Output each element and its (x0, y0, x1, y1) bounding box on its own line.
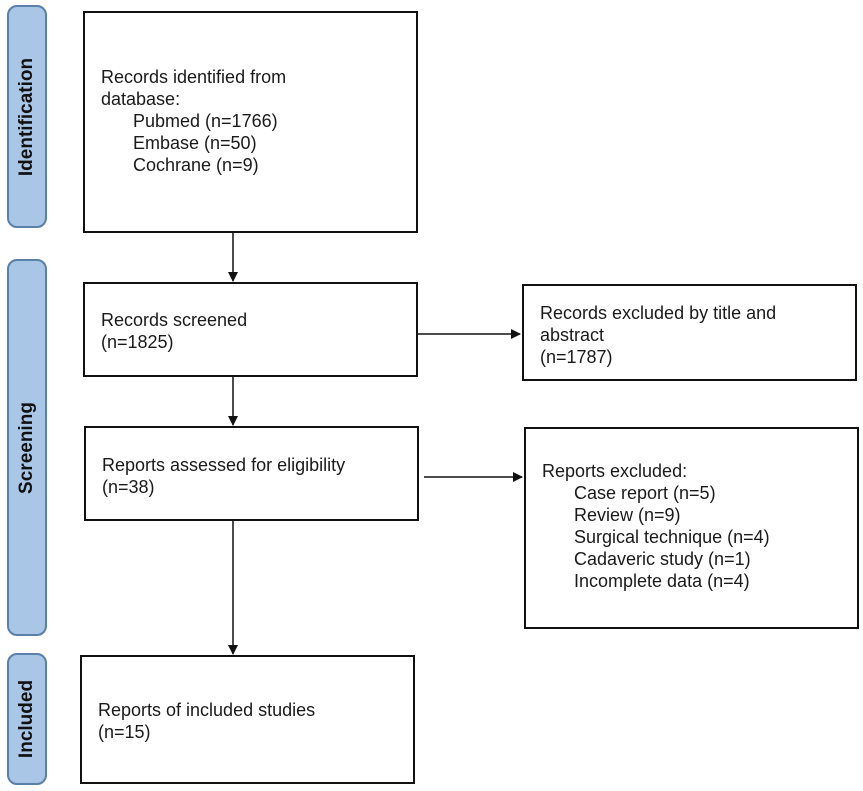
records-identified-box: Records identified from database: Pubmed… (83, 11, 418, 233)
excluded-review: Review (n=9) (574, 505, 681, 525)
reports-excluded-box: Reports excluded: Case report (n=5) Revi… (524, 427, 859, 629)
included-studies-box: Reports of included studies (n=15) (80, 655, 415, 784)
excluded-case-report: Case report (n=5) (574, 483, 716, 503)
source-pubmed: Pubmed (n=1766) (133, 111, 278, 131)
phase-identification: Identification (7, 5, 47, 228)
records-excluded-box: Records excluded by title and abstract (… (522, 284, 857, 381)
records-excluded-count: (n=1787) (540, 347, 613, 367)
source-embase: Embase (n=50) (133, 133, 257, 153)
included-studies-count: (n=15) (98, 722, 151, 742)
excluded-surgical-technique: Surgical technique (n=4) (574, 527, 770, 547)
reports-assessed-line1: Reports assessed for eligibility (102, 455, 346, 475)
reports-excluded-title: Reports excluded: (542, 461, 688, 481)
excluded-cadaveric-study: Cadaveric study (n=1) (574, 549, 751, 569)
reports-assessed-count: (n=38) (102, 477, 155, 497)
reports-assessed-box: Reports assessed for eligibility (n=38) (84, 426, 419, 521)
records-screened-count: (n=1825) (101, 332, 174, 352)
phase-included: Included (7, 653, 47, 785)
phase-screening: Screening (7, 259, 47, 636)
excluded-incomplete-data: Incomplete data (n=4) (574, 571, 750, 591)
records-excluded-line1: Records excluded by title and (540, 303, 777, 323)
records-identified-title-line2: database: (101, 89, 181, 109)
records-screened-line1: Records screened (101, 310, 248, 330)
records-identified-title-line1: Records identified from (101, 67, 287, 87)
records-screened-box: Records screened (n=1825) (83, 282, 418, 377)
source-cochrane: Cochrane (n=9) (133, 155, 259, 175)
records-excluded-line2: abstract (540, 325, 605, 345)
included-studies-line1: Reports of included studies (98, 700, 316, 720)
